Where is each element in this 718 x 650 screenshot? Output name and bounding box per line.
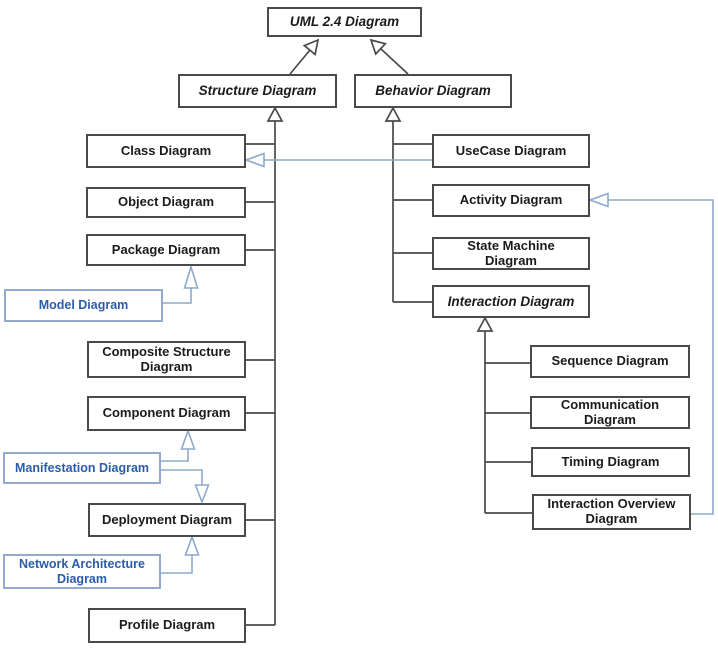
- node-sequence-diagram: Sequence Diagram: [530, 345, 690, 378]
- node-label: Profile Diagram: [118, 617, 216, 633]
- node-profile-diagram: Profile Diagram: [88, 608, 246, 643]
- node-label: Component Diagram: [102, 405, 231, 421]
- node-label: Behavior Diagram: [375, 83, 491, 99]
- node-interaction-overview-diagram: Interaction Overview Diagram: [532, 494, 691, 530]
- node-label: Communication Diagram: [560, 396, 660, 427]
- generalization-arrowhead-icon: [184, 534, 200, 556]
- generalization-arrowhead-icon: [243, 152, 265, 168]
- node-label: Network Architecture Diagram: [19, 557, 145, 586]
- node-structure-diagram: Structure Diagram: [178, 74, 337, 108]
- generalization-arrowhead-icon: [369, 38, 387, 56]
- edge-network-to-deployment: [161, 555, 193, 574]
- generalization-arrowhead-icon: [384, 106, 402, 122]
- node-component-diagram: Component Diagram: [87, 396, 246, 431]
- node-communication-diagram: Communication Diagram: [530, 396, 690, 429]
- node-composite-structure-diagram: Composite Structure Diagram: [87, 341, 246, 378]
- node-manifestation-diagram: Manifestation Diagram: [3, 452, 161, 484]
- edge-behavior-to-uml: [380, 48, 409, 75]
- node-label: Timing Diagram: [561, 453, 660, 469]
- node-timing-diagram: Timing Diagram: [531, 447, 690, 477]
- edge-interaction-overview-to-activity: [608, 199, 714, 515]
- node-label: Sequence Diagram: [551, 353, 669, 369]
- node-label: Package Diagram: [111, 241, 221, 257]
- node-label: Manifestation Diagram: [14, 460, 150, 475]
- generalization-arrowhead-icon: [183, 264, 199, 289]
- node-uml-2-4-diagram: UML 2.4 Diagram: [267, 7, 422, 37]
- generalization-arrowhead-icon: [180, 428, 196, 450]
- node-label: Composite Structure Diagram: [102, 343, 231, 374]
- node-class-diagram: Class Diagram: [86, 134, 246, 168]
- node-label: Interaction Diagram: [447, 293, 575, 309]
- node-label: Deployment Diagram: [101, 511, 233, 527]
- node-activity-diagram: Activity Diagram: [432, 184, 590, 217]
- structure-spine: [246, 106, 284, 626]
- node-label: Model Diagram: [38, 298, 129, 313]
- node-label: Object Diagram: [117, 194, 215, 210]
- node-label: State Machine Diagram: [467, 237, 555, 268]
- node-label: Activity Diagram: [459, 192, 563, 208]
- generalization-arrowhead-icon: [476, 316, 494, 332]
- node-label: UML 2.4 Diagram: [289, 14, 400, 30]
- edge-model-to-package: [163, 288, 192, 304]
- generalization-arrowhead-icon: [266, 106, 284, 122]
- edge-structure-to-uml: [289, 49, 311, 75]
- edge-manifestation-to-deployment: [161, 469, 203, 485]
- node-usecase-diagram: UseCase Diagram: [432, 134, 590, 168]
- generalization-arrowhead-icon: [194, 484, 210, 505]
- generalization-arrowhead-icon: [302, 38, 320, 57]
- node-package-diagram: Package Diagram: [86, 234, 246, 266]
- edge-manifestation-to-component: [161, 449, 189, 462]
- node-label: Interaction Overview Diagram: [547, 496, 676, 526]
- node-label: Class Diagram: [120, 142, 212, 158]
- node-network-architecture-diagram: Network Architecture Diagram: [3, 554, 161, 589]
- node-interaction-diagram: Interaction Diagram: [432, 285, 590, 318]
- node-label: Structure Diagram: [198, 83, 317, 99]
- node-deployment-diagram: Deployment Diagram: [88, 503, 246, 537]
- node-state-machine-diagram: State Machine Diagram: [432, 237, 590, 270]
- node-label: UseCase Diagram: [455, 142, 567, 158]
- node-object-diagram: Object Diagram: [86, 187, 246, 218]
- behavior-spine: [384, 106, 432, 303]
- node-model-diagram: Model Diagram: [4, 289, 163, 322]
- generalization-arrowhead-icon: [587, 192, 609, 208]
- node-behavior-diagram: Behavior Diagram: [354, 74, 512, 108]
- interaction-spine: [476, 316, 532, 514]
